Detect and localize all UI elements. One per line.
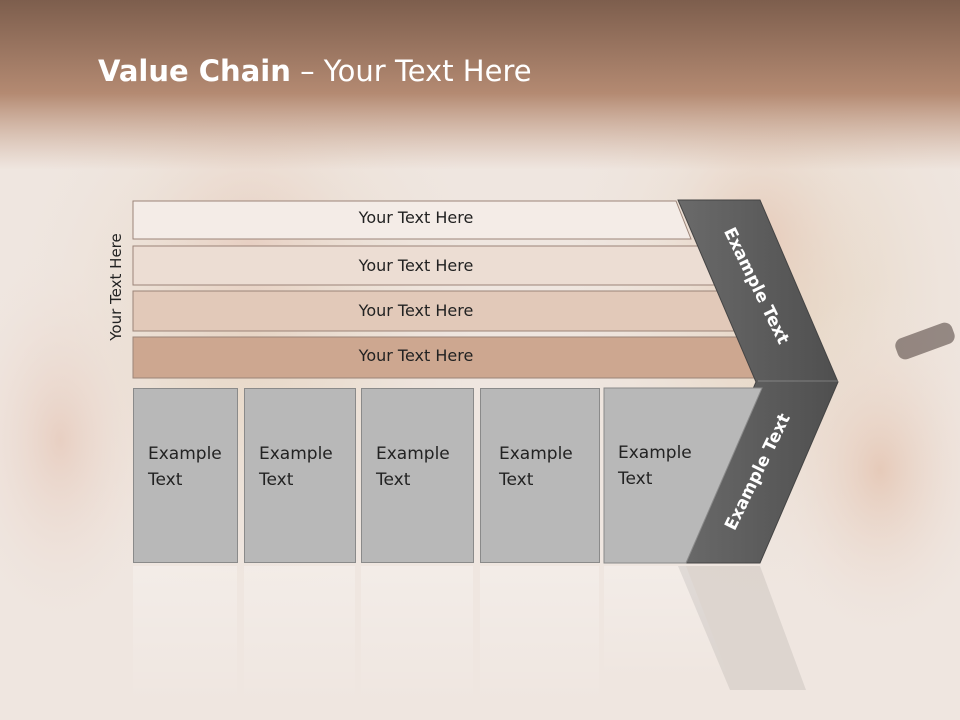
row-4-text: Your Text Here (358, 346, 474, 365)
value-box-5-line1: Example (618, 443, 692, 463)
value-box-1-line1: Example (148, 444, 222, 464)
title-bold: Value Chain (98, 54, 291, 88)
value-box-5-line2: Text (618, 469, 653, 489)
slide-title: Value Chain – Your Text Here (98, 54, 532, 88)
value-box-3-line2: Text (376, 470, 411, 490)
value-box-3-line1: Example (376, 444, 450, 464)
row-3-text: Your Text Here (358, 301, 474, 320)
side-label: Your Text Here (107, 233, 125, 341)
value-box-1-line2: Text (148, 470, 183, 490)
value-box-4-line2: Text (499, 470, 534, 490)
row-1-text: Your Text Here (358, 208, 474, 227)
row-2-text: Your Text Here (358, 256, 474, 275)
value-box-2-line2: Text (259, 470, 294, 490)
value-box-2-line1: Example (259, 444, 333, 464)
value-box-4-line1: Example (499, 444, 573, 464)
title-rest: – Your Text Here (290, 54, 532, 88)
